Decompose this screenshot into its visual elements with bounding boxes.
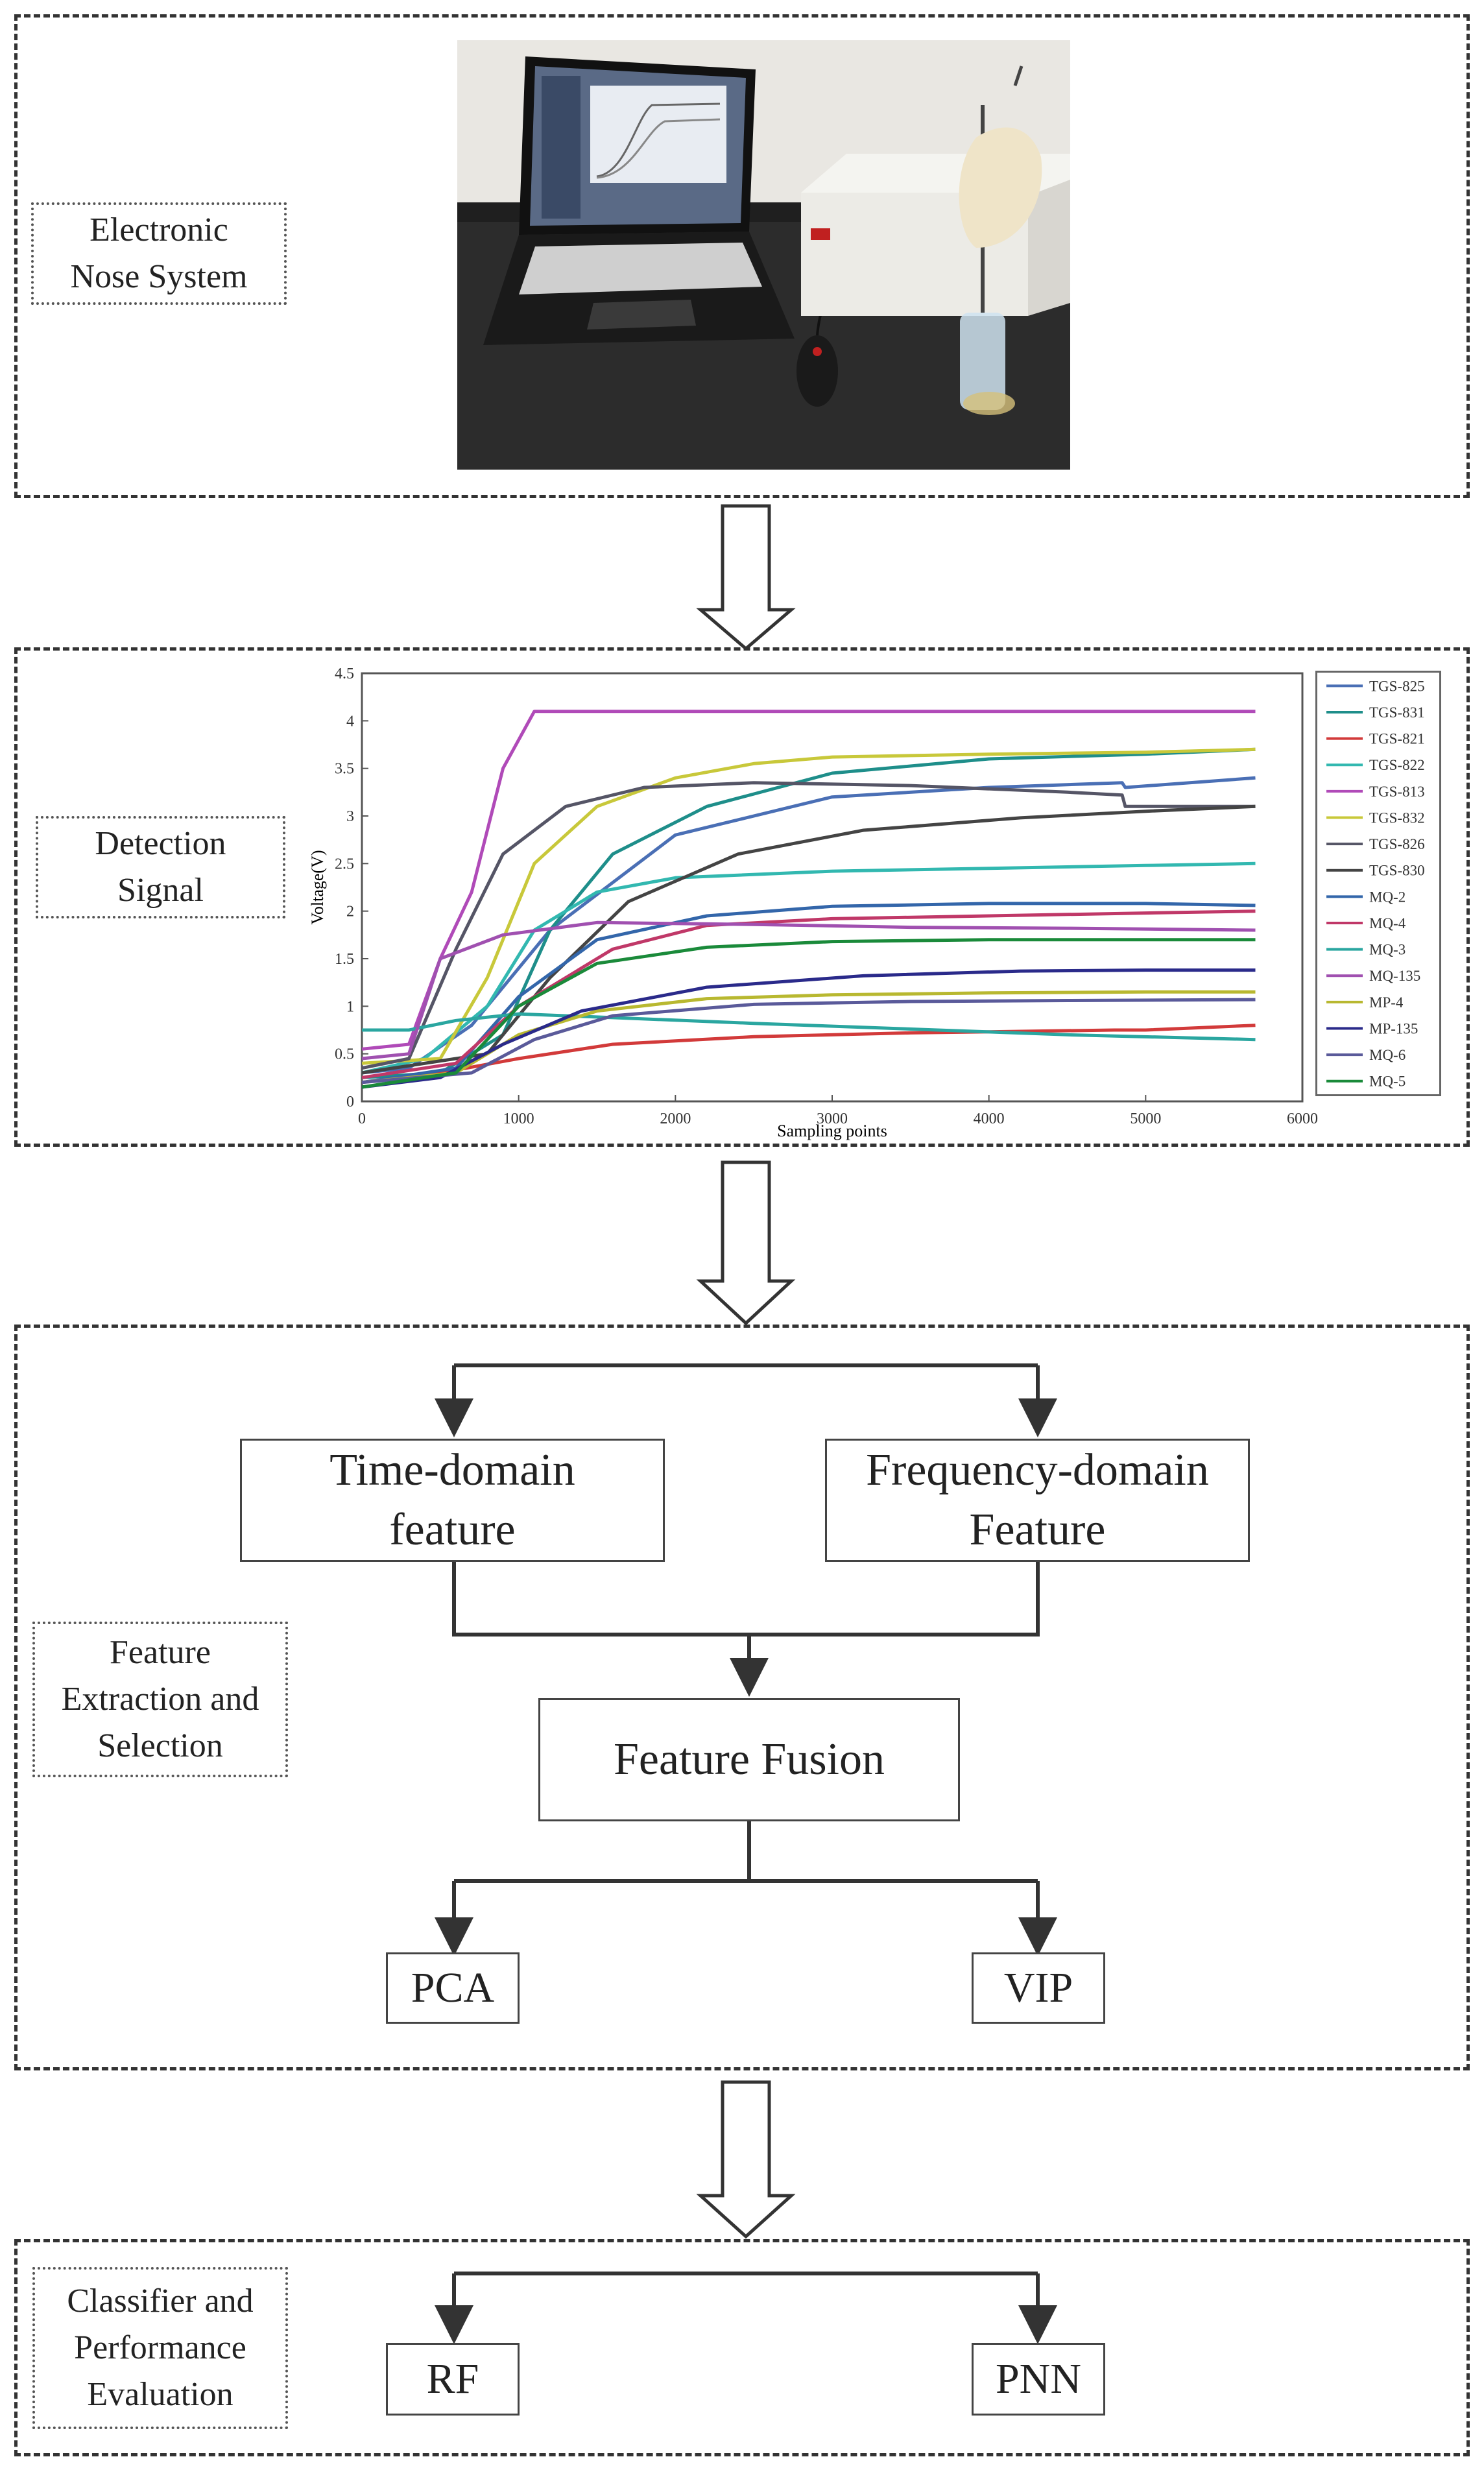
legend-entry: TGS-832	[1369, 809, 1425, 826]
pnn-box: PNN	[972, 2343, 1105, 2416]
legend-entry: MQ-3	[1369, 942, 1406, 958]
feature-extraction-label: Feature Extraction and Selection	[32, 1622, 288, 1777]
y-tick-label: 4.5	[335, 665, 354, 682]
legend-entry: TGS-822	[1369, 757, 1425, 773]
series-line-tgs-830	[361, 804, 1256, 1075]
stage-classifier-box	[14, 2239, 1470, 2456]
y-tick-label: 3	[346, 808, 354, 825]
y-tick-label: 1.5	[335, 951, 354, 968]
legend-entry: MQ-4	[1369, 915, 1406, 931]
series-line-mq-5	[361, 938, 1256, 1089]
y-tick-label: 0.5	[335, 1046, 354, 1063]
down-arrow-2	[696, 1160, 796, 1326]
legend-entry: TGS-830	[1369, 863, 1425, 879]
legend-entry: TGS-825	[1369, 678, 1425, 694]
x-tick-label: 0	[358, 1110, 366, 1127]
legend-entry: MQ-5	[1369, 1073, 1406, 1090]
stage-detection-signal-box	[14, 647, 1470, 1147]
x-tick-label: 2000	[660, 1110, 691, 1127]
legend-entry: TGS-821	[1369, 731, 1425, 747]
legend-entry: TGS-813	[1369, 784, 1425, 800]
down-arrow-1	[696, 504, 796, 651]
y-tick-label: 4	[346, 713, 354, 730]
series-line-tgs-832	[361, 747, 1256, 1065]
y-tick-label: 2.5	[335, 856, 354, 872]
x-tick-label: 6000	[1287, 1110, 1318, 1127]
y-tick-label: 2	[346, 904, 354, 920]
time-domain-feature-box: Time-domain feature	[240, 1439, 665, 1562]
y-tick-label: 3.5	[335, 761, 354, 778]
x-tick-label: 3000	[817, 1110, 848, 1127]
x-tick-label: 4000	[974, 1110, 1005, 1127]
electronic-nose-label: Electronic Nose System	[31, 202, 287, 305]
y-tick-label: 0	[346, 1094, 354, 1110]
legend-entry: TGS-826	[1369, 836, 1425, 852]
series-line-mp-4	[361, 990, 1256, 1085]
rf-box: RF	[386, 2343, 520, 2416]
classifier-label: Classifier and Performance Evaluation	[32, 2267, 288, 2429]
series-line-mq-6	[361, 998, 1256, 1085]
electronic-nose-photo	[457, 40, 1070, 470]
series-line-tgs-826	[361, 781, 1256, 1070]
feature-fusion-box: Feature Fusion	[538, 1698, 960, 1821]
x-axis-label: Sampling points	[777, 1121, 887, 1140]
y-tick-label: 1	[346, 998, 354, 1015]
y-axis-label: Voltage(V)	[308, 850, 327, 924]
x-tick-label: 1000	[503, 1110, 534, 1127]
series-line-tgs-831	[361, 747, 1256, 1079]
frequency-domain-feature-box: Frequency-domain Feature	[825, 1439, 1250, 1562]
pca-box: PCA	[386, 1952, 520, 2024]
stage-electronic-nose-box	[14, 14, 1470, 498]
legend-entry: TGS-831	[1369, 704, 1425, 721]
legend-entry: MQ-135	[1369, 968, 1420, 984]
stage-feature-extraction-box	[14, 1325, 1470, 2070]
down-arrow-3	[696, 2080, 796, 2239]
legend-entry: MQ-6	[1369, 1047, 1406, 1063]
legend-entry: MQ-2	[1369, 889, 1406, 905]
series-line-mq-135	[361, 920, 1256, 1061]
x-tick-label: 5000	[1130, 1110, 1161, 1127]
sensor-voltage-chart: 0 1000 2000 3000 4000 5000 6000 0 0.5 1 1.5 2 2.5 3 3.…	[308, 665, 1318, 1140]
legend-entry: MP-4	[1369, 994, 1404, 1011]
detection-signal-label: Detection Signal	[36, 816, 285, 918]
vip-box: VIP	[972, 1952, 1105, 2024]
legend-entry: MP-135	[1369, 1020, 1418, 1037]
series-line-mq-3	[362, 1012, 1256, 1042]
